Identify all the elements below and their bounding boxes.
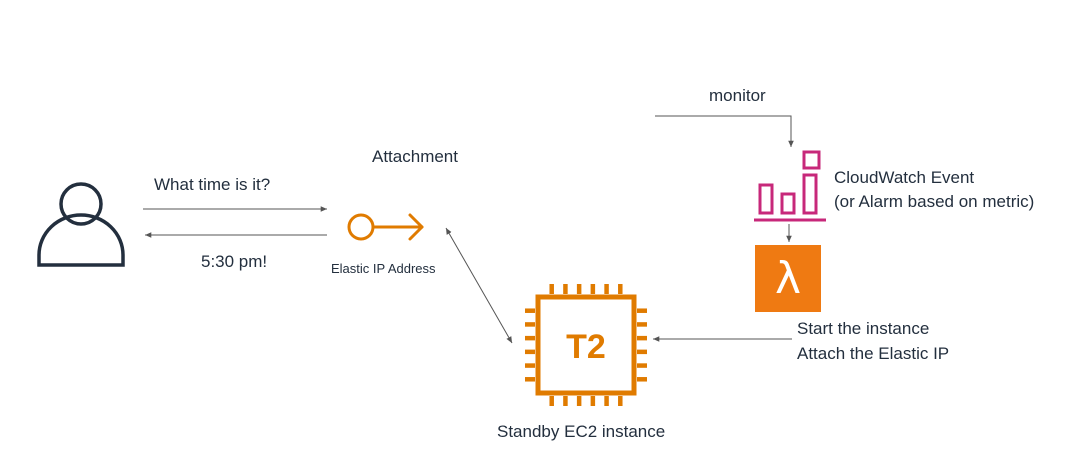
attachment-label: Attachment [372, 147, 458, 166]
question-label: What time is it? [154, 175, 271, 194]
elastic-ip-icon [347, 213, 424, 241]
answer-label: 5:30 pm! [201, 252, 268, 271]
lambda-icon: λ [755, 245, 821, 312]
elastic-ip-label: Elastic IP Address [331, 261, 436, 276]
attachment-arrow [445, 227, 513, 344]
lambda-symbol: λ [775, 253, 801, 304]
ec2-chip-label: T2 [566, 328, 606, 366]
user-icon [37, 182, 125, 267]
cloudwatch-sublabel: (or Alarm based on metric) [834, 192, 1035, 211]
ec2-instance-icon: T2 [525, 284, 647, 406]
cloudwatch-event-icon [754, 150, 826, 222]
monitor-label: monitor [709, 86, 766, 105]
lambda-action-sublabel: Attach the Elastic IP [797, 344, 950, 363]
monitor-arrow [655, 115, 794, 147]
cloudwatch-label: CloudWatch Event [834, 168, 975, 187]
ec2-caption: Standby EC2 instance [497, 422, 666, 441]
lambda-action-label: Start the instance [797, 319, 930, 338]
